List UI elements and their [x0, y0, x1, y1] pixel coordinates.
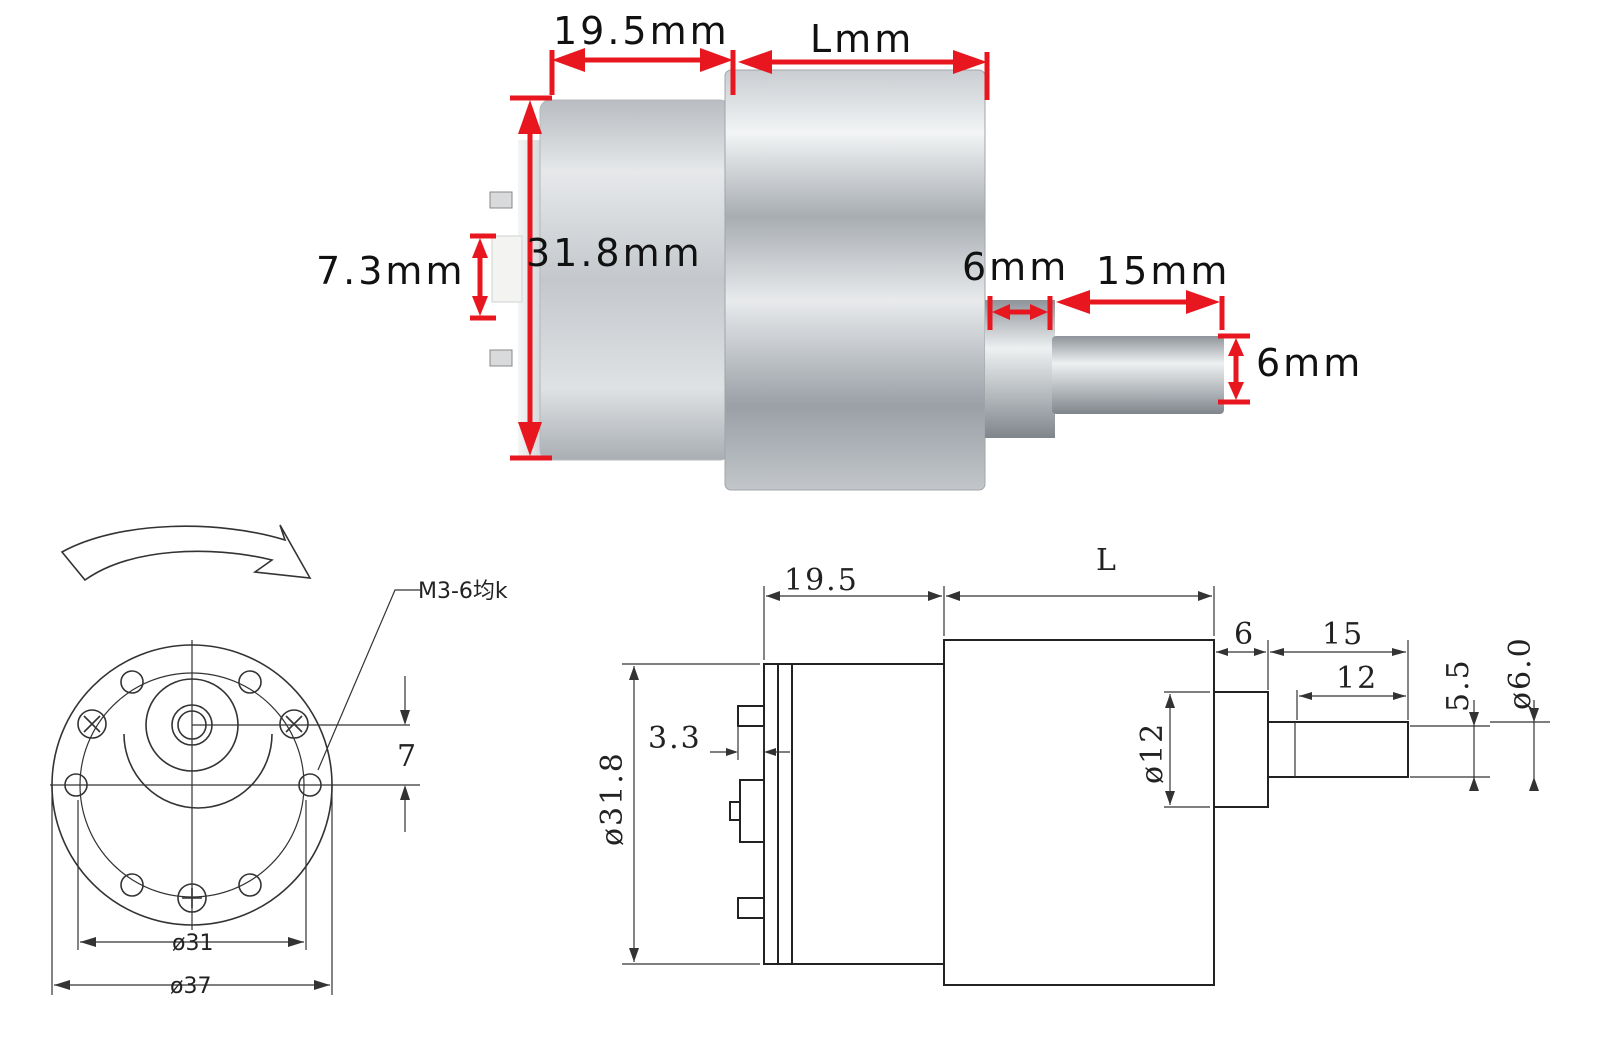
front-view: M3-6均k 7 ø31 ø37	[50, 524, 508, 999]
side-view: 19.5 L 6 15 12 5.5	[595, 543, 1550, 986]
dim-body-diameter-label: 31.8mm	[526, 231, 703, 275]
output-shaft	[1052, 336, 1224, 414]
gearbox	[724, 69, 986, 491]
dim-outer-label: ø37	[170, 974, 211, 999]
side-terminal	[737, 705, 765, 727]
side-dim-shaft-dia: ø6.0	[1503, 636, 1538, 710]
mount-hole	[64, 773, 88, 797]
mount-hole	[238, 670, 262, 694]
terminal-bottom	[489, 349, 513, 367]
dim-terminal-height-label: 7.3mm	[316, 249, 465, 293]
mount-hole	[298, 773, 322, 797]
side-dim-body-dia: ø31.8	[595, 751, 630, 846]
dim-motor-length-label: 19.5mm	[553, 9, 730, 53]
screw-icon	[279, 709, 309, 739]
mount-hole	[238, 873, 262, 897]
side-dim-shaft: 15	[1322, 617, 1364, 652]
side-dim-terminal: 3.3	[648, 721, 702, 756]
crescent-slot	[123, 733, 273, 809]
mount-hole	[120, 873, 144, 897]
side-dim-flat: 12	[1336, 661, 1378, 696]
dim-gearbox-length-label: Lmm	[810, 17, 914, 61]
dim-shaft-length-label: 15mm	[1096, 249, 1230, 293]
side-gearbox	[943, 639, 1215, 986]
terminal-block	[491, 235, 523, 303]
side-dim-gearbox-length: L	[1096, 543, 1118, 578]
dim-shaft-diameter-label: 6mm	[1256, 341, 1363, 385]
photo-dimensions: 19.5mm Lmm 31.8mm 7.3mm 6mm 15mm	[316, 9, 1363, 461]
side-collar	[1213, 691, 1269, 808]
rotation-arrow-icon	[60, 524, 312, 582]
side-dim-collar: 6	[1234, 617, 1255, 652]
shaft-collar	[985, 300, 1055, 438]
side-shaft	[1267, 721, 1409, 778]
side-dim-collar-dia: ø12	[1135, 722, 1170, 784]
side-dim-motor-length: 19.5	[784, 563, 859, 598]
dim-offset-label: 7	[397, 739, 418, 774]
side-dim-flat-depth: 5.5	[1441, 658, 1476, 712]
side-terminal	[737, 897, 765, 919]
screw-note-label: M3-6均k	[418, 579, 508, 604]
screw-icon	[177, 883, 207, 913]
dim-bolt-circle-label: ø31	[172, 931, 213, 956]
motor-photo	[489, 69, 1224, 491]
screw-icon	[77, 709, 107, 739]
dim-collar-length-label: 6mm	[962, 245, 1069, 289]
mount-hole	[120, 670, 144, 694]
terminal-top	[489, 191, 513, 209]
motor-can	[539, 99, 731, 461]
side-motor-body	[791, 663, 945, 965]
